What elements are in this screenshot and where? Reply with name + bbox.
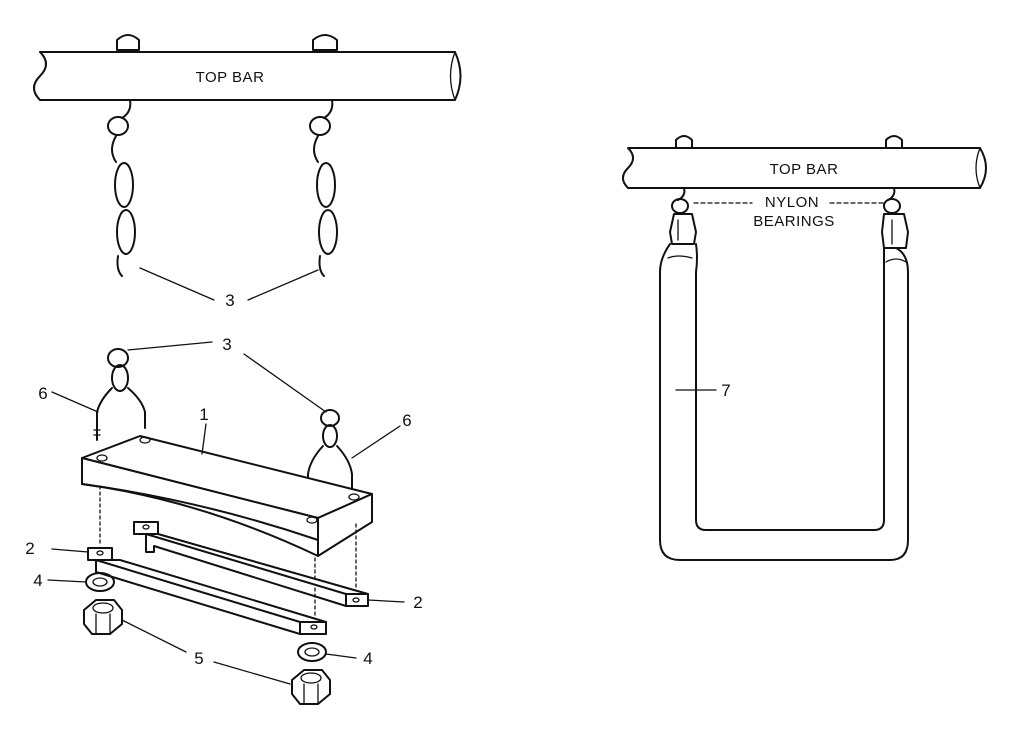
- callout-chain-upper: 3: [225, 291, 234, 310]
- right-top-bar-label: TOP BAR: [770, 161, 839, 178]
- callout-hook-left: 6: [38, 384, 47, 403]
- left-chain-2: [309, 99, 338, 277]
- right-bolt-head-2: [885, 135, 903, 149]
- nylon-bearing-right: [881, 187, 909, 249]
- trapeze-bar: [659, 243, 909, 561]
- swing-seat: [81, 435, 373, 557]
- nylon-bearings-label-line1: NYLON: [765, 194, 819, 211]
- nylon-bearings-label-line2: BEARINGS: [753, 213, 835, 230]
- callout-washer-left: 4: [33, 571, 42, 590]
- callout-trapeze: 7: [721, 381, 730, 400]
- left-bolt-head-2: [312, 34, 338, 51]
- left-swing-assembly: TOP BAR 3: [25, 34, 462, 705]
- callout-washer-right: 4: [363, 649, 372, 668]
- callout-chain-lower: 3: [222, 335, 231, 354]
- left-hook-2: [304, 409, 353, 501]
- callout-hook-right: 6: [402, 411, 411, 430]
- right-bolt-head-1: [675, 135, 693, 149]
- left-chain-1: [107, 99, 136, 277]
- hex-nut-left: [83, 599, 123, 635]
- left-hook-1: [93, 348, 146, 441]
- left-top-bar-label: TOP BAR: [196, 69, 265, 86]
- lock-washer-left: [85, 572, 115, 592]
- right-top-bar: TOP BAR: [622, 135, 987, 189]
- strap-back: [133, 521, 369, 607]
- left-bolt-head-1: [116, 34, 140, 51]
- strap-front: [87, 547, 327, 635]
- left-top-bar: TOP BAR: [33, 34, 462, 101]
- callout-nut: 5: [194, 649, 203, 668]
- callout-strap-right: 2: [413, 593, 422, 612]
- nylon-bearing-left: [669, 187, 697, 245]
- hex-nut-right: [291, 669, 331, 705]
- lock-washer-right: [297, 642, 327, 662]
- callout-strap-left: 2: [25, 539, 34, 558]
- callout-seat: 1: [199, 405, 208, 424]
- right-trapeze-assembly: TOP BAR NYLON BEARINGS 7: [622, 135, 987, 561]
